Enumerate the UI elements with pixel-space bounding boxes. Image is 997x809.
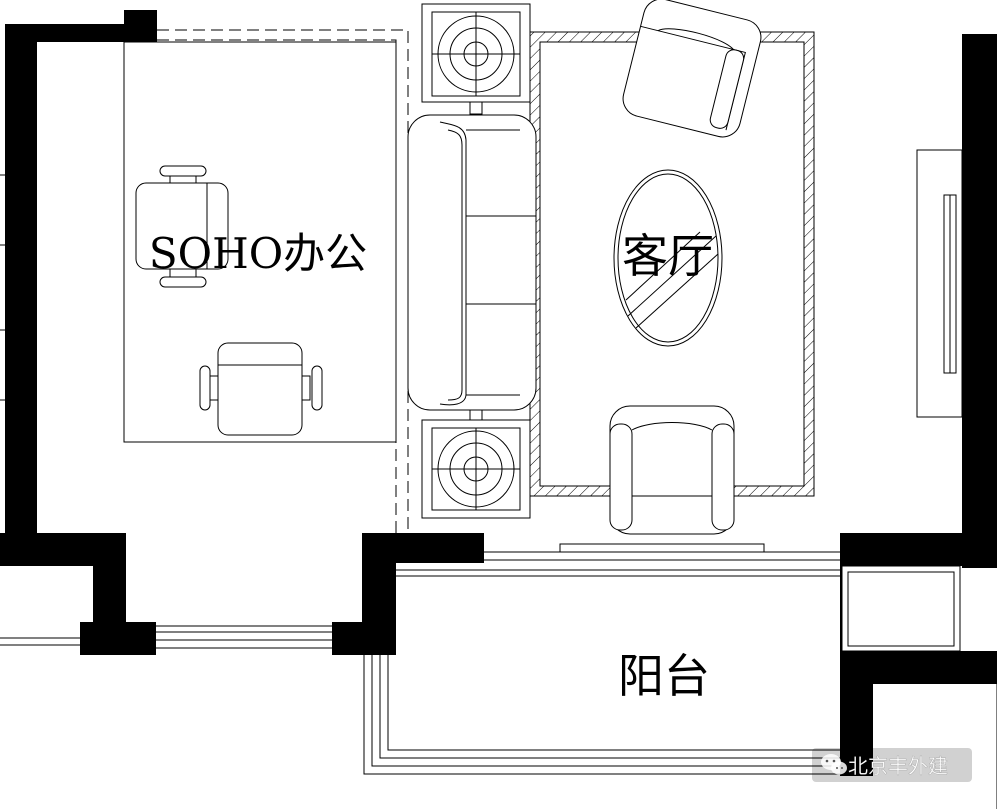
- room-label-soho: SOHO办公: [149, 229, 367, 278]
- wall-right: [962, 34, 997, 568]
- wall-left: [5, 24, 37, 566]
- wechat-icon: [821, 754, 847, 775]
- tv-cabinet: [916, 149, 963, 418]
- room-label-living: 客厅: [622, 229, 714, 283]
- wall-top-left-stub: [124, 10, 157, 42]
- armchair-top: [622, 0, 762, 138]
- soho-rug: [123, 41, 397, 443]
- wall-ticks: [0, 174, 80, 646]
- watermark: 北京丰外建: [812, 748, 972, 782]
- sofa: [407, 114, 537, 411]
- walls: [0, 10, 997, 776]
- wall-right-foot: [840, 651, 997, 684]
- office-chair-upper: [135, 165, 229, 288]
- watermark-text: 北京丰外建: [848, 754, 948, 778]
- side-table-top: [421, 3, 531, 115]
- coffee-table: [613, 169, 723, 347]
- wall-pier-middle-foot: [332, 622, 396, 655]
- window-soho: [156, 625, 332, 649]
- wall-top-left: [5, 24, 157, 42]
- side-table-bottom: [421, 407, 531, 519]
- armchair-bottom: [609, 405, 735, 535]
- wall-pier-left-foot: [80, 622, 156, 655]
- office-chair-lower: [199, 342, 323, 436]
- sliding-door: [484, 543, 840, 561]
- balcony: [363, 569, 840, 775]
- balcony-storage: [841, 565, 961, 652]
- room-label-balcony: 阳台: [618, 649, 710, 703]
